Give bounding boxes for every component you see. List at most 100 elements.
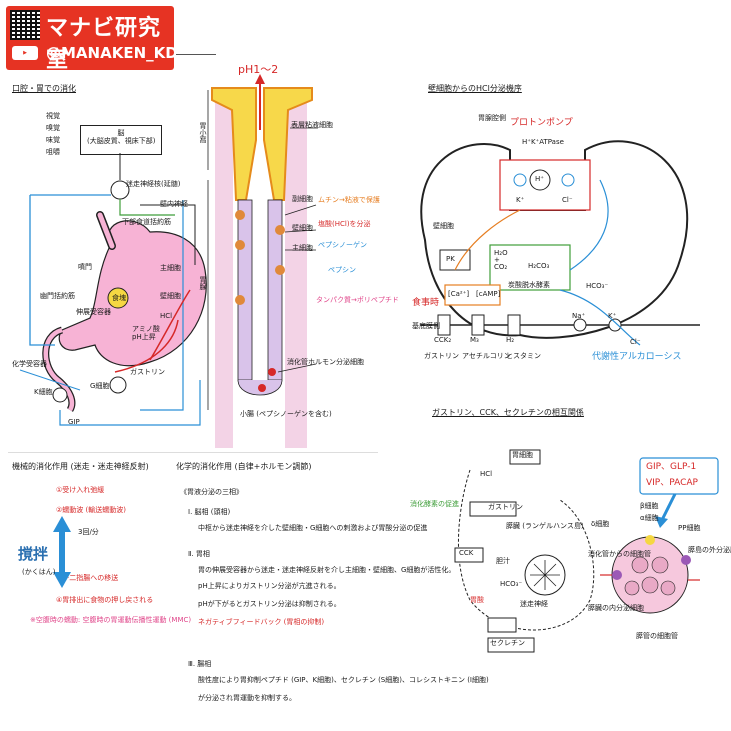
cell-delta: δ細胞 <box>591 520 610 528</box>
neck-cell-label: 副細胞 <box>292 195 313 203</box>
chief-cell-label: 主細胞 <box>160 264 181 272</box>
phase1-text: 中枢から迷走神経を介した壁細胞・G細胞への刺激および胃酸分泌の促進 <box>198 524 428 532</box>
proton-pump-label: プロトンポンプ <box>510 118 573 128</box>
p6-vagus: 迷走神経 <box>520 600 548 608</box>
bolus-label: 食塊 <box>112 294 126 302</box>
intramural-label: 壁内神経 <box>160 200 188 208</box>
mech-label: 伸展受容器 <box>76 308 111 316</box>
phase2-text2: pH上昇によりガストリン分泌が亢進される。 <box>198 582 341 590</box>
phase3-text1: 酸性度により胃抑制ペプチド (GIP、K細胞)、セクレチン (S細胞)、コレシス… <box>198 676 489 684</box>
ion-k: K⁺ <box>516 196 525 204</box>
lumen-label: 胃腺腔側 <box>478 114 506 122</box>
p4-item3: 3回/分 <box>78 528 99 536</box>
duct-3: 膵臓の内分泌細胞 <box>588 604 644 612</box>
p4-big-label: 撹拌 <box>18 545 49 563</box>
alkalosis-label: 代謝性アルカローシス <box>592 352 682 362</box>
ion-h: H⁺ <box>535 175 544 183</box>
panel1-title: 口腔・胃での消化 <box>12 84 76 93</box>
p2-note-mucin: ムチン→粘液で保護 <box>318 196 380 204</box>
les-label: 下部食道括約筋 <box>122 218 171 226</box>
hco3-label: HCO₃⁻ <box>586 282 609 290</box>
panel5-sub: 《胃液分泌の三相》 <box>180 488 243 496</box>
gip-label: GIP <box>68 418 80 426</box>
p4-item2: ②蠕動波 (輸送蠕動波) <box>56 506 126 514</box>
receptor-cck2: CCK₂ <box>434 336 452 344</box>
p4-item1: ①受け入れ弛緩 <box>56 486 105 494</box>
phase3-head: Ⅲ. 腸相 <box>188 660 212 668</box>
p4-item4: ③十二指腸への移送 <box>56 574 119 582</box>
phase1-head: Ⅰ. 脳相 (頭相) <box>188 508 231 516</box>
ion-na: Na⁺ <box>572 312 586 320</box>
gastrin-label: ガストリン <box>130 368 165 376</box>
meal-label: 食事時 <box>412 298 440 308</box>
p2-note-pepsinogen: ペプシノーゲン <box>318 241 367 249</box>
gland-label: 胃腺 <box>199 276 208 290</box>
duct-2: 膵島の外分泌腺 <box>688 546 731 554</box>
islet-hormones-1: GIP、GLP-1 <box>646 462 697 472</box>
brain-box: 脳 (大脳皮質、視床下部) <box>80 125 162 155</box>
p2-note-pepsin: ペプシン <box>328 266 356 274</box>
p6-pancreas: 膵臓 (ランゲルハンス島) <box>506 522 584 530</box>
stem-label: 小腸 (ペプシノーゲンを含む) <box>240 410 332 418</box>
eq1-label: H₂O + CO₂ <box>494 249 508 271</box>
duct-4: 膵管の細胞管 <box>636 632 678 640</box>
p2-note-hcl: 塩酸(HCl)を分泌 <box>318 220 371 228</box>
agonist-histamine: ヒスタミン <box>506 352 541 360</box>
k-cell-label: K細胞 <box>34 388 53 396</box>
p2-note-protein: タンパク質→ポリペプチド <box>316 296 399 304</box>
cell-pp: PP細胞 <box>678 524 701 532</box>
p6-stomach: 胃細胞 <box>512 451 533 459</box>
phase2-text3: pHが下がるとガストリン分泌は抑制される。 <box>198 600 341 608</box>
panel3-title: 壁細胞からのHCl分泌機序 <box>428 84 522 93</box>
hormone-cck: CCK <box>459 549 474 557</box>
p3-parietal-label: 壁細胞 <box>433 222 454 230</box>
panel4-title: 機械的消化作用 (迷走・迷走神経反射) <box>12 462 149 471</box>
endocrine-label: 消化管ホルモン分泌細胞 <box>287 358 364 366</box>
brand-handle: @MANAKEN_KDU <box>46 44 190 62</box>
p6-hcl: HCl <box>480 470 493 478</box>
p4-mmc: ※空腹時の蠕動: 空腹時の胃運動伝播性運動 (MMC) <box>30 616 192 624</box>
header-rule <box>176 54 216 55</box>
ca-label: [Ca²⁺] <box>448 290 470 298</box>
agonist-ach: アセチルコリン <box>462 352 511 360</box>
p6-hco3: HCO₃⁻ <box>500 580 523 588</box>
eq2-label: H₂CO₃ <box>528 262 550 270</box>
ion-k2: K⁺ <box>608 312 617 320</box>
stim-chew: 咀嚼 <box>46 148 60 156</box>
parietal-cell-label: 壁細胞 <box>160 292 181 300</box>
stim-sight: 視覚 <box>46 112 60 120</box>
hormone-secretin: セクレチン <box>490 639 525 647</box>
cell-beta: β細胞 <box>640 502 659 510</box>
chemo-label: 化学受容器 <box>12 360 47 368</box>
pyloric-label: 幽門括約筋 <box>40 292 75 300</box>
qr-code-icon <box>10 10 40 40</box>
camp-label: [cAMP] <box>476 290 501 298</box>
p6-enzyme: 消化酵素の促進 <box>410 500 459 508</box>
phase3-text2: が分泌され胃運動を抑制する。 <box>198 694 296 702</box>
cardia-label: 噴門 <box>78 263 92 271</box>
brain-label: 脳 (大脳皮質、視床下部) <box>87 129 156 146</box>
g-cell-label: G細胞 <box>90 382 110 390</box>
duct-1: 消化管からの細胞管 <box>588 550 651 558</box>
p6-acid: 胃酸 <box>470 596 484 604</box>
pit-label: 胃小窩 <box>199 122 208 143</box>
ion-cl: Cl⁻ <box>562 196 573 204</box>
ion-cl2: Cl⁻ <box>630 338 641 346</box>
p4-big-sub: (かくはん) <box>22 568 56 576</box>
panel6-title: ガストリン、CCK、セクレチンの相互関係 <box>432 408 584 417</box>
islet-hormones-2: VIP、PACAP <box>646 478 698 488</box>
phase2-text4: ネガティブフィードバック (胃相の抑制) <box>198 618 325 626</box>
p6-bile: 胆汁 <box>496 557 510 565</box>
pk-label: PK <box>446 255 455 263</box>
agonist-gastrin: ガストリン <box>424 352 459 360</box>
panel5-title: 化学的消化作用 (自律+ホルモン調節) <box>176 462 312 471</box>
stim-smell: 嗅覚 <box>46 124 60 132</box>
brand-name: マナビ研究室 <box>46 16 162 73</box>
p2-parietal-label: 壁細胞 <box>292 224 313 232</box>
cell-alpha: α細胞 <box>640 514 659 522</box>
carbonic-label: 炭酸脱水酵素 <box>508 281 550 289</box>
divider <box>8 452 378 453</box>
